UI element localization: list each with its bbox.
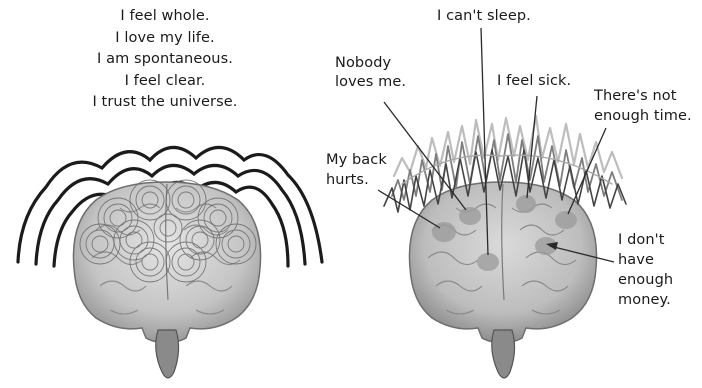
affirmation-item: I feel whole. bbox=[55, 6, 275, 28]
hotspot-nobody bbox=[459, 207, 481, 225]
right-brain-stem bbox=[492, 330, 515, 378]
affirmation-item: I feel clear. bbox=[55, 71, 275, 93]
left-brain-stem bbox=[156, 330, 179, 378]
label-back-hurts: My back hurts. bbox=[326, 150, 387, 190]
affirmations-list: I feel whole. I love my life. I am spont… bbox=[55, 6, 275, 114]
hotspot-sleep bbox=[477, 253, 499, 271]
label-cant-sleep: I can't sleep. bbox=[437, 8, 531, 25]
label-not-enough-time: There's not enough time. bbox=[594, 86, 692, 126]
affirmation-item: I love my life. bbox=[55, 28, 275, 50]
label-nobody-loves-me: Nobody loves me. bbox=[335, 54, 406, 92]
hotspot-sick bbox=[516, 195, 536, 213]
left-brain bbox=[73, 180, 260, 378]
label-feel-sick: I feel sick. bbox=[497, 73, 571, 90]
label-no-money: I don't have enough money. bbox=[618, 230, 673, 310]
affirmation-item: I trust the universe. bbox=[55, 92, 275, 114]
pointer-not-enough-time bbox=[568, 128, 606, 214]
right-brain-shape bbox=[409, 182, 596, 342]
hotspot-time bbox=[555, 211, 577, 229]
affirmation-item: I am spontaneous. bbox=[55, 49, 275, 71]
